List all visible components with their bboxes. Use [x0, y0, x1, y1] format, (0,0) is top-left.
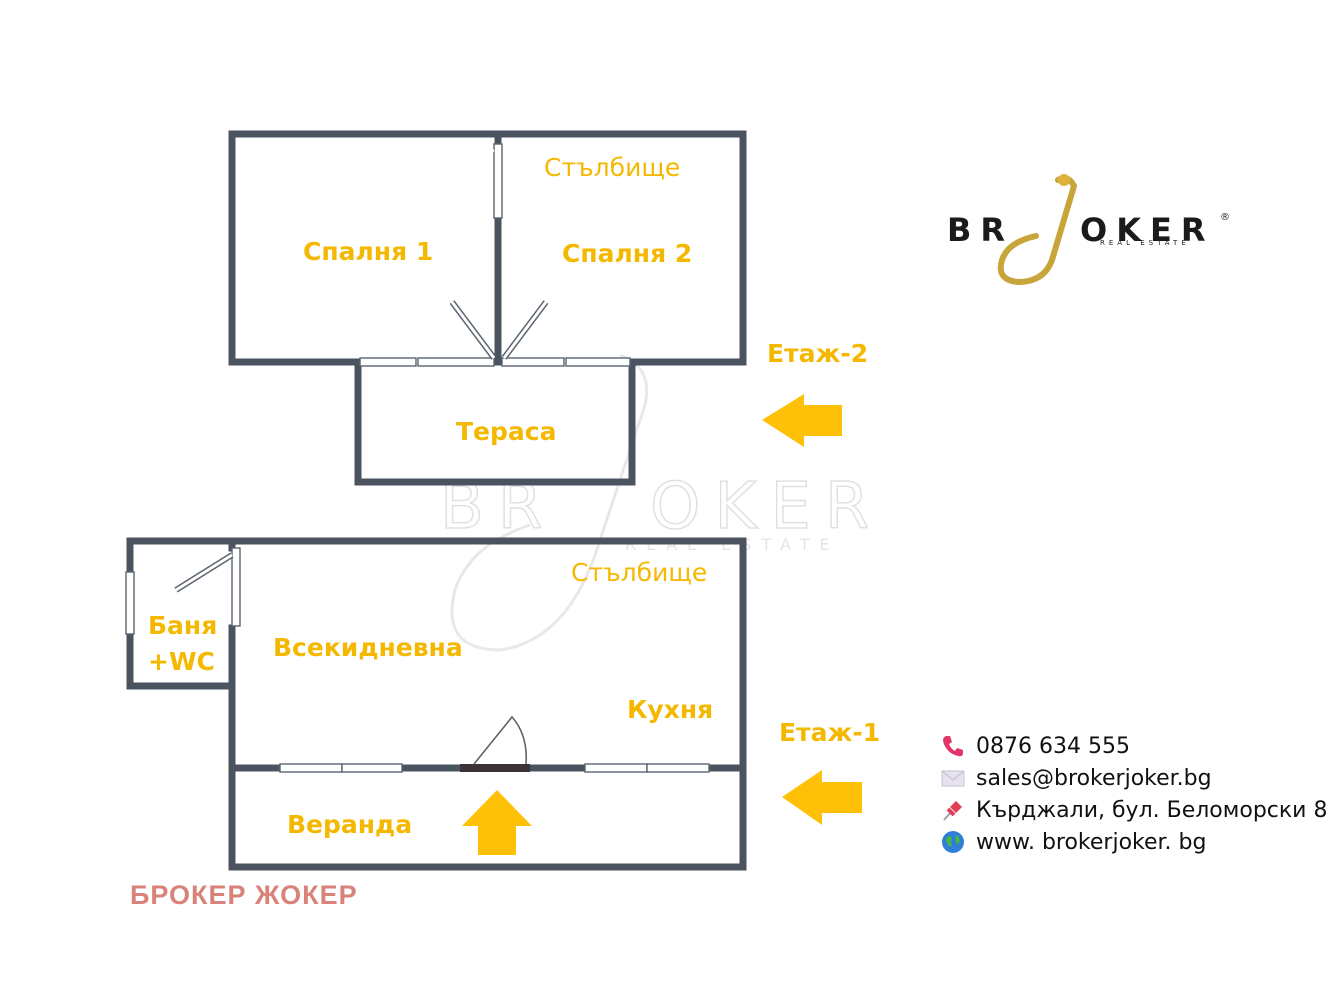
- phone-icon: [940, 733, 968, 759]
- kitchen-label: Кухня: [627, 695, 713, 724]
- envelope-icon: [940, 765, 968, 791]
- floor1-arrow: [782, 770, 862, 825]
- floor2-label: Етаж-2: [767, 339, 868, 368]
- floor1-stairs-label: Стълбище: [571, 558, 707, 587]
- floor2-openings: [359, 143, 631, 367]
- contact-website[interactable]: www. brokerjoker. bg: [940, 826, 1340, 858]
- website-text: www. brokerjoker. bg: [976, 829, 1207, 855]
- watermark-j-logo: [450, 353, 649, 652]
- pushpin-icon: [940, 797, 968, 823]
- bedroom2-label: Спалня 2: [562, 239, 692, 268]
- watermark: BR OKER REAL ESTATE: [439, 353, 883, 652]
- broker-joker-logo: BR OKER ® REAL ESTATE: [940, 168, 1240, 288]
- logo-brand-left: BR: [947, 211, 1014, 249]
- contact-phone[interactable]: 0876 634 555: [940, 730, 1340, 762]
- bedroom1-label: Спалня 1: [303, 237, 433, 266]
- terrace-label: Тераса: [456, 417, 556, 446]
- contact-address: Кърджали, бул. Беломорски 8: [940, 794, 1340, 826]
- living-room-label: Всекидневна: [273, 633, 463, 662]
- bathroom-label-line1: Баня: [148, 611, 217, 640]
- logo-brand-right: OKER: [1080, 211, 1215, 249]
- bathroom-label-line2: +WC: [148, 647, 215, 676]
- floor2-walls: [228, 130, 747, 486]
- floor1-label: Етаж-1: [779, 718, 880, 747]
- floor1-openings: [125, 547, 710, 773]
- globe-icon: [940, 829, 968, 855]
- entrance-arrow: [462, 790, 532, 855]
- contacts-block: 0876 634 555 sales@brokerjoker.bg Кърджа…: [940, 730, 1340, 858]
- footer-brand: БРОКЕР ЖОКЕР: [130, 880, 358, 910]
- logo-registered: ®: [1220, 212, 1230, 223]
- logo-j-dot: [1058, 174, 1070, 186]
- email-text: sales@brokerjoker.bg: [976, 765, 1212, 791]
- floor2-arrow: [762, 394, 842, 447]
- veranda-label: Веранда: [287, 810, 412, 839]
- address-text: Кърджали, бул. Беломорски 8: [976, 797, 1328, 823]
- logo-tagline: REAL ESTATE: [1100, 239, 1190, 247]
- watermark-brand-right: OKER: [650, 470, 883, 544]
- contact-email[interactable]: sales@brokerjoker.bg: [940, 762, 1340, 794]
- logo-j-swoosh: [997, 175, 1078, 286]
- floor2-stairs-label: Стълбище: [544, 153, 680, 182]
- phone-text: 0876 634 555: [976, 733, 1130, 759]
